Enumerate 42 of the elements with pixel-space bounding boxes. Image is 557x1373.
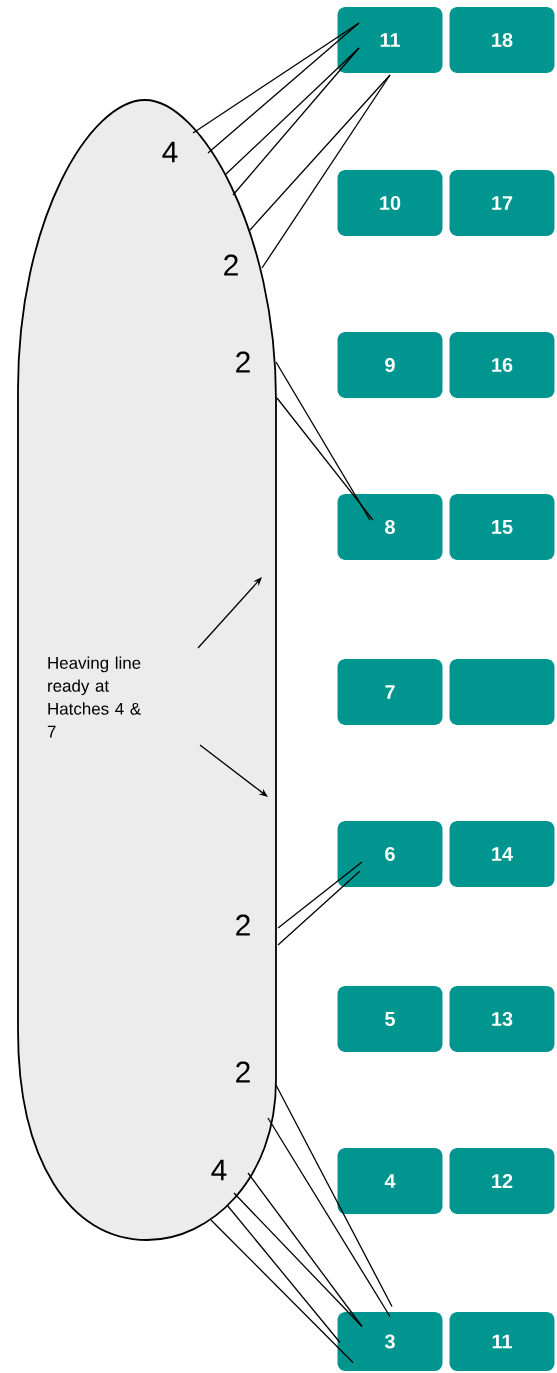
line-count: 2 — [236, 914, 250, 936]
line-count: 2 — [236, 1061, 250, 1083]
bollard-box: 11 — [449, 1312, 555, 1371]
mooring-line — [277, 870, 361, 946]
bollard-box: 5 — [337, 986, 443, 1052]
arrow — [199, 744, 268, 797]
bollard-box: 12 — [449, 1148, 555, 1214]
bollard-box: 18 — [449, 7, 555, 73]
bollard-box — [449, 659, 555, 725]
line-count: 2 — [224, 254, 238, 276]
line-count: 4 — [162, 141, 178, 163]
bollard-box: 16 — [449, 332, 555, 398]
mooring-line — [232, 47, 360, 196]
bollard-box: 15 — [449, 494, 555, 560]
mooring-line — [275, 1084, 393, 1308]
bollard-box: 17 — [449, 170, 555, 236]
bollard-box: 4 — [337, 1148, 443, 1214]
mooring-line — [267, 1117, 391, 1318]
mooring-line — [249, 74, 391, 231]
mooring-line — [276, 397, 374, 521]
mooring-line — [224, 47, 360, 176]
bollard-box: 8 — [337, 494, 443, 560]
line-count: 2 — [236, 351, 250, 373]
mooring-line — [275, 361, 371, 521]
mooring-line — [207, 22, 360, 154]
line-count: 4 — [211, 1159, 227, 1181]
bollard-box: 3 — [337, 1312, 443, 1371]
bollard-box: 7 — [337, 659, 443, 725]
mooring-line — [210, 1219, 354, 1364]
mooring-line — [277, 861, 363, 929]
bollard-box: 9 — [337, 332, 443, 398]
bollard-box: 6 — [337, 821, 443, 887]
note-text: Heaving line ready at Hatches 4 & 7 — [47, 656, 141, 738]
bollard-box: 13 — [449, 986, 555, 1052]
bollard-box: 11 — [337, 7, 443, 73]
mooring-line — [233, 1192, 363, 1328]
bollard-box: 14 — [449, 821, 555, 887]
mooring-line — [261, 74, 391, 269]
bollard-box: 10 — [337, 170, 443, 236]
arrow — [197, 577, 262, 649]
ship-hull — [17, 99, 277, 1241]
mooring-line — [226, 1204, 341, 1344]
